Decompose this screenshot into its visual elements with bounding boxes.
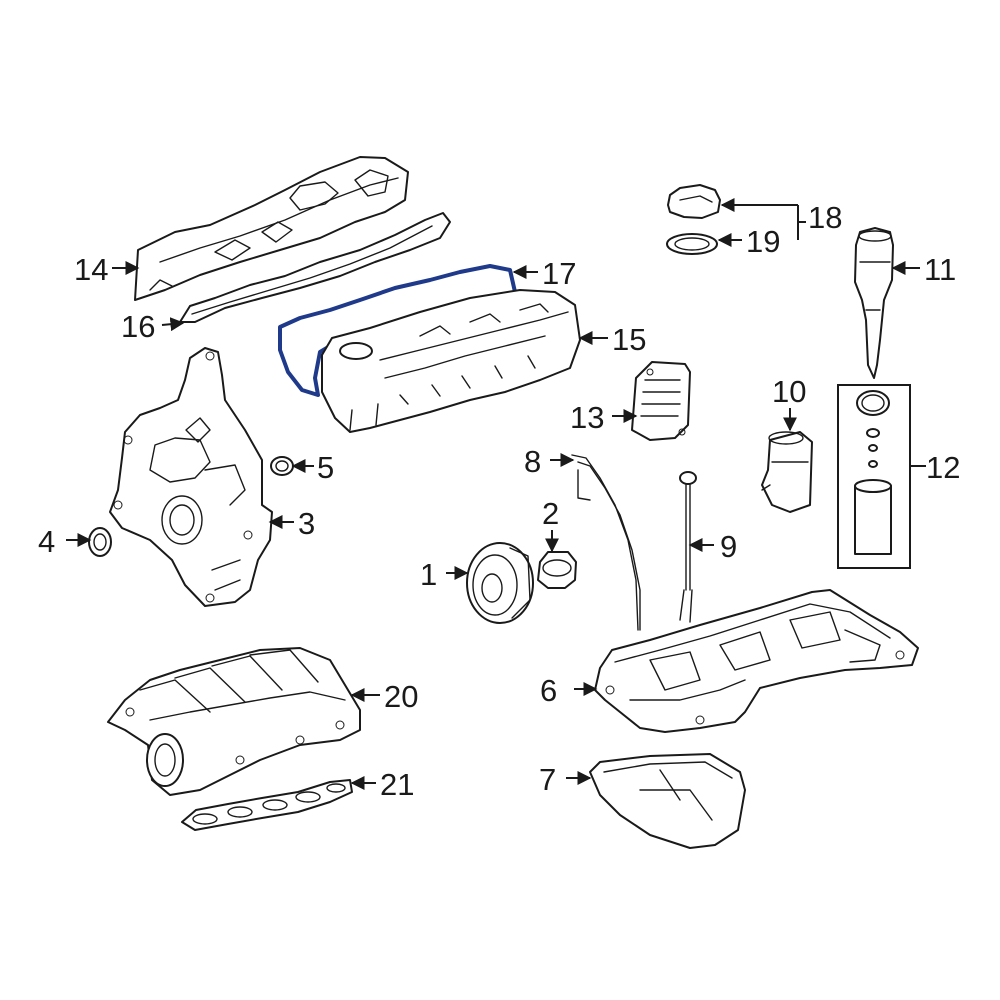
part-11-oil-filter-housing[interactable] [854,227,894,379]
callout-4: 4 [38,524,55,559]
part-6-upper-oil-pan[interactable] [594,589,919,733]
callout-labels: 14 16 17 15 13 5 3 4 1 2 8 9 10 11 12 18… [38,200,960,802]
part-5-plug[interactable] [270,456,294,476]
part-21-intake-gasket[interactable] [181,779,353,831]
part-7-lower-oil-pan[interactable] [589,753,746,849]
part-2-crankshaft-sprocket[interactable] [537,551,577,589]
callout-6: 6 [540,673,557,708]
callout-21: 21 [380,767,414,802]
leader-16 [161,317,185,332]
part-3-timing-cover[interactable] [109,347,273,607]
part-10-filter-adapter[interactable] [761,431,813,513]
part-16-cover-gasket[interactable] [179,212,451,323]
part-4-crankshaft-seal[interactable] [88,527,112,557]
callout-15: 15 [612,322,646,357]
callout-8: 8 [524,444,541,479]
callout-10: 10 [772,374,806,409]
callout-11: 11 [924,252,956,287]
callout-3: 3 [298,506,315,541]
callout-16: 16 [121,309,155,344]
callout-5: 5 [317,450,334,485]
callout-7: 7 [539,762,556,797]
callout-13: 13 [570,400,604,435]
callout-12: 12 [926,450,960,485]
part-9-dipstick[interactable] [679,471,697,623]
callout-18: 18 [808,200,842,235]
callout-20: 20 [384,679,418,714]
part-12-oil-filter-kit[interactable] [837,384,911,569]
part-15-cylinder-head-cover[interactable] [321,289,581,433]
callout-1: 1 [420,557,437,592]
part-20-intake-manifold[interactable] [107,647,361,796]
part-1-crankshaft-pulley[interactable] [466,542,534,624]
leader-lines [66,198,926,790]
part-19-filler-cap-seal[interactable] [666,233,718,255]
part-18-filler-cap[interactable] [667,184,721,219]
callout-17: 17 [542,256,576,291]
part-13-oil-cooler[interactable] [631,361,691,441]
callout-14: 14 [74,252,108,287]
callout-9: 9 [720,529,737,564]
part-14-engine-cover[interactable] [134,156,409,301]
callout-19: 19 [746,224,780,259]
part-8-dipstick-tube[interactable] [571,454,641,631]
callout-2: 2 [542,496,559,531]
